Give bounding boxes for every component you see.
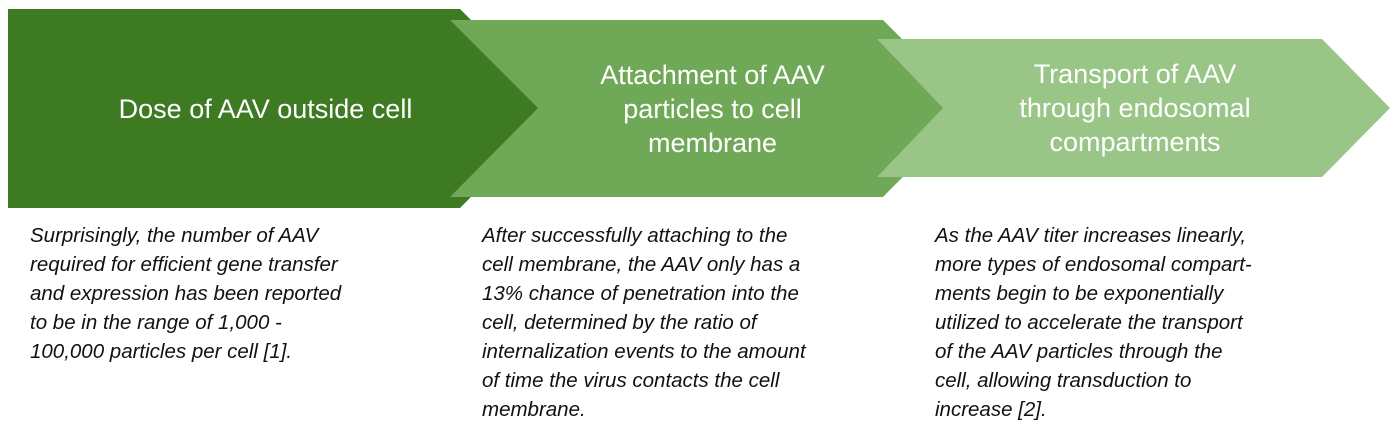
step-3-arrow-shape <box>877 39 1390 177</box>
step-3-title: Transport of AAV through endosomal compa… <box>1019 59 1251 157</box>
step-2-arrow-shape <box>450 20 971 197</box>
step-2-description: After successfully attaching to the cell… <box>482 224 806 421</box>
step-3-description: As the AAV titer increases linearly, mor… <box>935 224 1252 421</box>
step-1-title: Dose of AAV outside cell <box>118 93 413 124</box>
step-2-title: Attachment of AAV particles to cell memb… <box>600 59 825 158</box>
step-1-arrow-shape <box>8 9 559 208</box>
step-1-description: Surprisingly, the number of AAV required… <box>30 224 342 363</box>
